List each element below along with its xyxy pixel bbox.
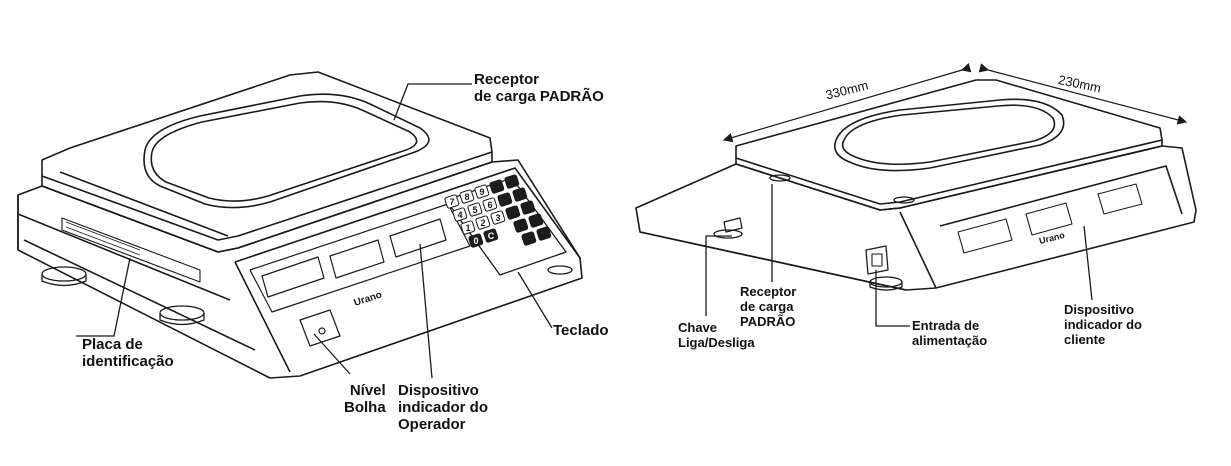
- label-line: indicador do: [398, 399, 488, 416]
- label-dispositivo-cliente: Dispositivo indicador do cliente: [1064, 302, 1142, 347]
- label-line: Teclado: [553, 322, 609, 339]
- leader-nivel: [313, 333, 351, 375]
- dim-line-230: [978, 63, 1188, 125]
- function-key: [505, 205, 521, 220]
- label-line: de carga: [740, 299, 794, 314]
- brand-logo: Urano: [353, 289, 384, 308]
- label-rear-receptor-padrao: Receptor de carga PADRÃO: [740, 284, 796, 329]
- label-line: Placa de: [82, 336, 143, 353]
- label-dispositivo-operador: Dispositivo indicador do Operador: [398, 382, 488, 433]
- key-label: 9: [479, 187, 484, 197]
- right-leader-lines: [705, 184, 1093, 327]
- label-line: Operador: [398, 416, 466, 433]
- label-line: Dispositivo: [398, 382, 479, 399]
- label-line: Receptor: [740, 284, 797, 299]
- label-line: cliente: [1064, 332, 1106, 347]
- numeric-key: [467, 202, 483, 217]
- key-label: 3: [495, 213, 500, 223]
- function-key: [483, 228, 499, 243]
- rear-view-scale: [635, 79, 1197, 291]
- function-key: [528, 213, 544, 228]
- leader-entrada: [875, 270, 910, 327]
- label-chave-liga-desliga: Chave Liga/Desliga: [678, 320, 755, 350]
- rear-scale-body: [635, 145, 1197, 291]
- label-line: Entrada de: [912, 318, 980, 333]
- function-key: [513, 218, 529, 233]
- function-key: [512, 187, 528, 202]
- key-label: 6: [487, 200, 492, 210]
- label-line: Nível: [349, 382, 386, 399]
- dimension-lines: [722, 63, 1188, 143]
- key-label: C: [488, 231, 495, 241]
- leader-dispositivo-operador: [419, 243, 433, 379]
- numeric-key: [474, 184, 490, 199]
- leader-chave: [705, 235, 732, 316]
- function-key: [520, 200, 536, 215]
- left-leader-lines: [76, 83, 553, 379]
- function-key: [489, 179, 505, 194]
- function-key: [504, 174, 520, 189]
- label-line: alimentação: [912, 333, 988, 348]
- label-line: Chave: [678, 320, 718, 335]
- function-key: [536, 226, 552, 241]
- scale-feet: [41, 265, 573, 326]
- label-nivel-bolha: Nível Bolha: [344, 382, 386, 416]
- numeric-key: [459, 189, 475, 204]
- leader-receptor: [393, 83, 472, 121]
- key-label: 5: [472, 205, 477, 215]
- leader-placa: [76, 257, 131, 337]
- load-receptor-platter: [41, 71, 493, 253]
- label-teclado: Teclado: [553, 322, 609, 339]
- numeric-key: [490, 210, 506, 225]
- leader-teclado: [517, 271, 553, 329]
- label-receptor-padrao: Receptor de carga PADRÃO: [474, 71, 604, 105]
- function-key: [497, 192, 513, 207]
- label-line: Receptor: [474, 71, 540, 88]
- label-line: indicador do: [1064, 317, 1142, 332]
- label-line: Liga/Desliga: [678, 335, 755, 350]
- numeric-key: [475, 215, 491, 230]
- label-line: de carga PADRÃO: [474, 88, 604, 105]
- numeric-key: [452, 207, 468, 222]
- scale-base-body: [17, 159, 583, 379]
- numeric-key: [482, 197, 498, 212]
- dim-line-330: [722, 63, 972, 143]
- label-line: PADRÃO: [740, 314, 796, 329]
- numeric-key: [444, 194, 460, 209]
- operator-display-panel: [249, 203, 471, 347]
- key-label: 4: [457, 210, 462, 220]
- label-placa-identificacao: Placa de identificação: [82, 336, 174, 370]
- rear-scale-feet: [713, 174, 915, 291]
- front-view-scale: [17, 71, 583, 379]
- function-key: [521, 231, 537, 246]
- label-entrada-alimentacao: Entrada de alimentação: [912, 318, 987, 348]
- label-line: Bolha: [344, 399, 386, 416]
- numeric-key: [460, 220, 476, 235]
- key-label: 0: [473, 236, 478, 246]
- label-line: Dispositivo: [1064, 302, 1135, 317]
- key-label: 1: [465, 223, 470, 233]
- leader-dispositivo-cliente: [1083, 225, 1093, 301]
- function-key: [468, 233, 484, 248]
- key-label: 8: [464, 192, 469, 202]
- key-label: 7: [449, 197, 454, 207]
- label-line: identificação: [82, 353, 174, 370]
- key-label: 2: [480, 218, 485, 228]
